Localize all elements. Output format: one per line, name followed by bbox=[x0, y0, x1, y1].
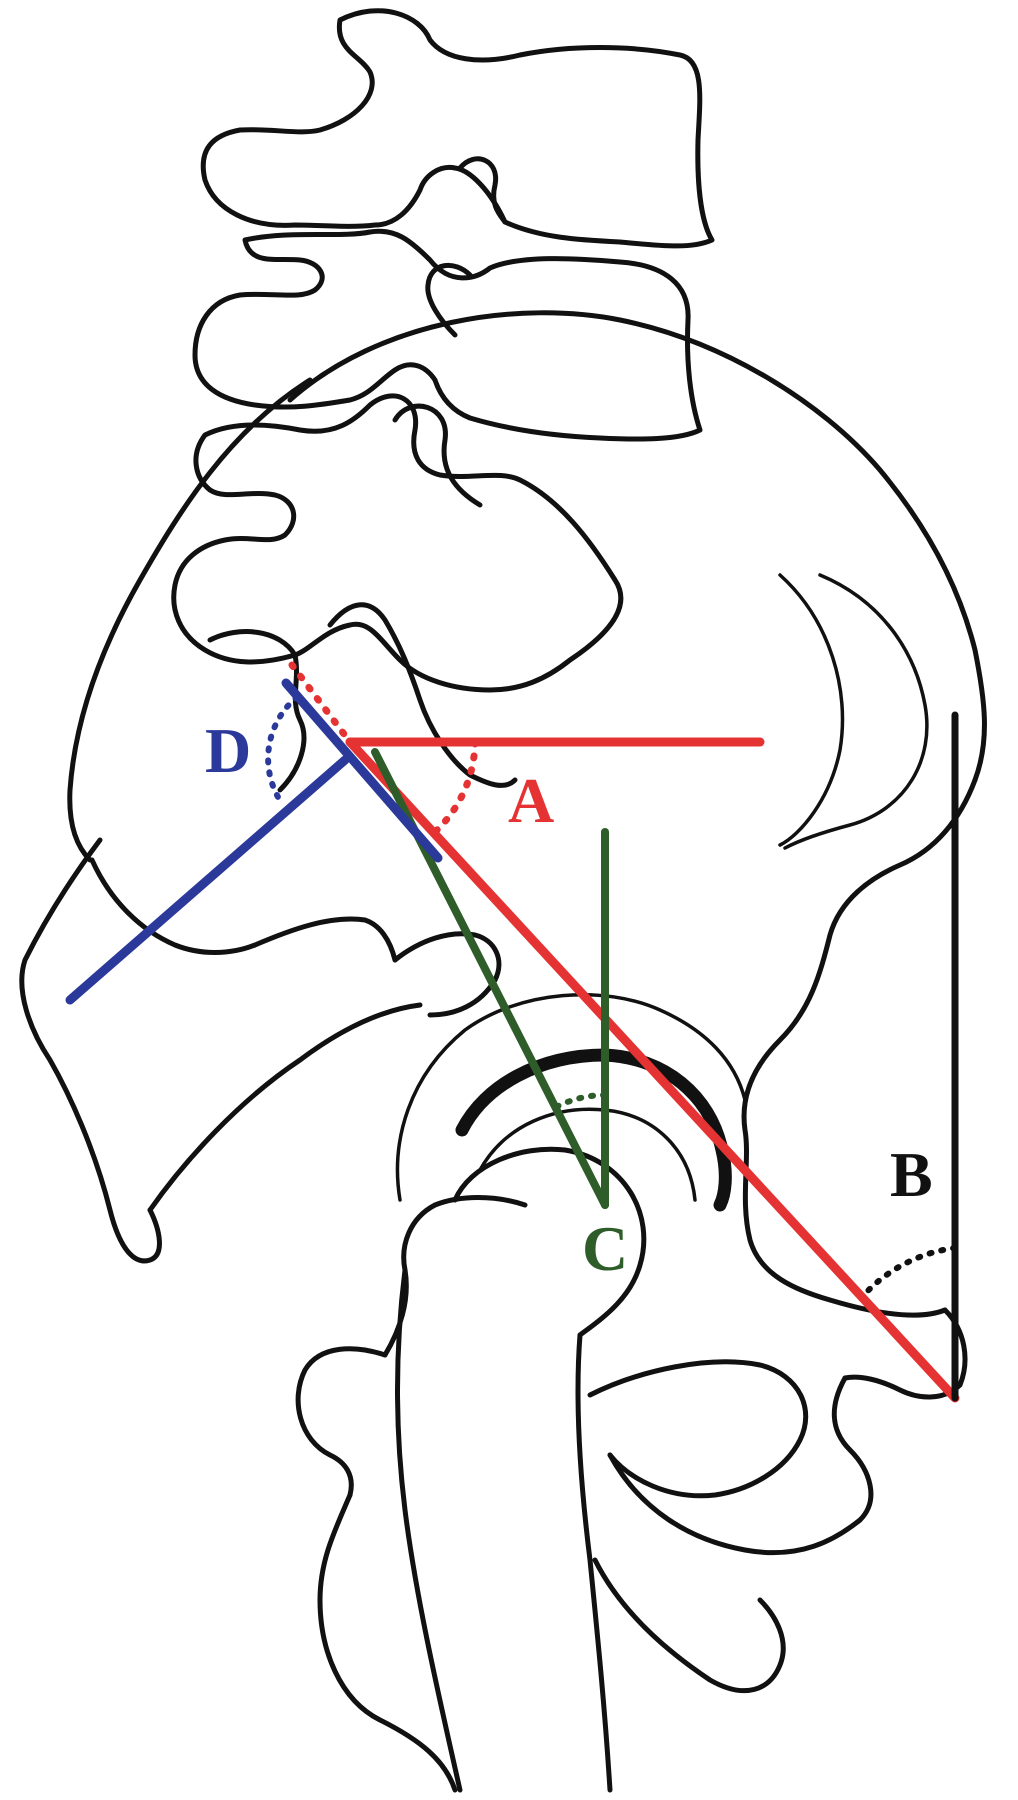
skeletal-outline bbox=[19, 8, 987, 1793]
angle-d-arc bbox=[265, 694, 300, 808]
iliac-crest-outline bbox=[287, 310, 987, 783]
angle-a-sacral-endplate-line bbox=[345, 737, 960, 1403]
angle-d-group: D bbox=[65, 678, 443, 1005]
ischial-tuberosity bbox=[317, 1492, 458, 1793]
sciatic-notch-outline bbox=[89, 857, 398, 963]
femur-shaft-left bbox=[395, 1267, 463, 1793]
greater-sciatic-notch bbox=[147, 1002, 423, 1213]
vertebra-l5-outline bbox=[171, 393, 624, 693]
sacrum-outline bbox=[327, 602, 518, 788]
angle-a-arc bbox=[433, 738, 479, 834]
femoral-head-outline bbox=[452, 1146, 647, 1338]
vertebra-l3-pedicle bbox=[457, 156, 508, 225]
angle-b-group: B bbox=[859, 711, 959, 1402]
sacrum-posterior bbox=[207, 629, 307, 793]
sacrum-tip-outline bbox=[19, 837, 162, 1264]
angle-b-label: B bbox=[890, 1139, 933, 1210]
inner-ilium-curve bbox=[778, 573, 845, 847]
acetabulum-rim bbox=[395, 992, 747, 1202]
vertebra-l5-notch bbox=[392, 403, 483, 508]
greater-trochanter bbox=[295, 1346, 388, 1498]
angle-a-endplate-extension bbox=[288, 661, 354, 746]
inferior-ramus-outline bbox=[592, 1557, 786, 1694]
vertebra-l4-outline bbox=[192, 228, 703, 442]
angle-b-arc bbox=[859, 1245, 958, 1300]
angle-a-label: A bbox=[508, 765, 554, 836]
angle-c-arc bbox=[553, 1092, 608, 1110]
angle-d-perpendicular-line bbox=[65, 755, 350, 1005]
posterior-ilium-outline bbox=[67, 377, 313, 863]
vertebra-l4-pedicle bbox=[425, 262, 473, 338]
angle-d-endplate-line bbox=[281, 678, 443, 863]
obturator-foramen bbox=[587, 1359, 809, 1499]
pubic-ramus-outline bbox=[607, 1375, 874, 1556]
angle-d-label: D bbox=[205, 715, 251, 786]
iliac-crest-inner bbox=[783, 573, 929, 850]
angle-a-group: A bbox=[288, 661, 960, 1403]
vertebra-l3-outline bbox=[200, 8, 715, 249]
anterior-ilium-outline bbox=[741, 777, 978, 1318]
asis-outline bbox=[842, 1307, 968, 1400]
angle-c-label: C bbox=[582, 1213, 628, 1284]
femur-shaft-right bbox=[575, 1332, 613, 1793]
ischial-spine-outline bbox=[392, 931, 502, 1018]
